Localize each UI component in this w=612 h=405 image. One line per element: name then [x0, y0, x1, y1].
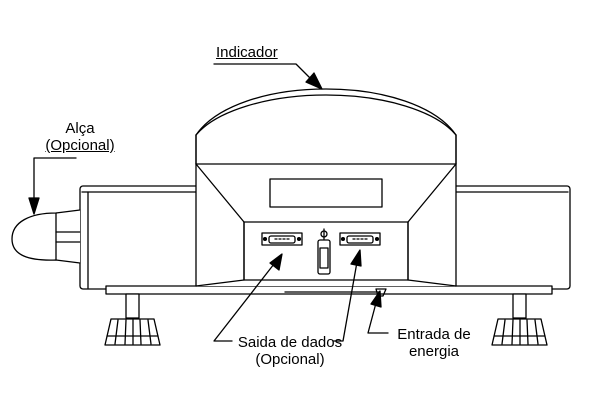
- display-window: [269, 178, 383, 208]
- leader-entrada: [367, 290, 389, 334]
- label-saida-line1: Saida de dados: [237, 334, 343, 351]
- data-connector-right: [339, 232, 381, 246]
- label-alca: Alça (Opcional): [30, 120, 130, 154]
- label-saida-line2: (Opcional): [255, 351, 325, 368]
- power-switch: [317, 228, 331, 275]
- label-indicador: Indicador: [216, 44, 278, 61]
- foot-right: [491, 293, 548, 346]
- data-connector-left: [261, 232, 303, 246]
- indicator-head: [195, 88, 457, 287]
- label-entrada-line2: energia: [408, 343, 460, 360]
- foot-left: [104, 293, 161, 346]
- leader-saida: [213, 249, 362, 342]
- label-saida: Saida de dados (Opcional): [232, 334, 348, 368]
- base-plate: [105, 285, 553, 295]
- power-inlet: [375, 288, 387, 297]
- leader-indicador: [213, 63, 323, 90]
- label-entrada: Entrada de energia: [386, 326, 482, 360]
- handle: [11, 209, 81, 264]
- label-alca-line2: (Opcional): [45, 137, 115, 154]
- label-entrada-line1: Entrada de: [397, 326, 471, 343]
- leader-alca: [28, 157, 77, 215]
- label-alca-line1: Alça: [65, 120, 95, 137]
